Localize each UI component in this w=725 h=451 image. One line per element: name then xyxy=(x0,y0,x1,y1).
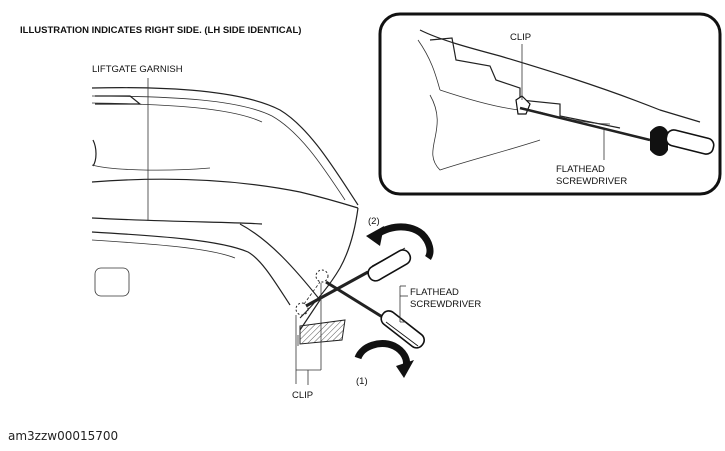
flathead-screwdriver-icon xyxy=(325,280,425,349)
step-2-label: (2) xyxy=(368,216,380,227)
step-1-label: (1) xyxy=(356,376,368,387)
clip-location-upper xyxy=(315,269,329,283)
illustration-note: ILLUSTRATION INDICATES RIGHT SIDE. (LH S… xyxy=(20,25,301,36)
flathead-screwdriver-label-line1: FLATHEAD xyxy=(410,287,459,298)
rotate-counterclockwise-arrow-icon xyxy=(366,223,434,260)
liftgate-garnish-label: LIFTGATE GARNISH xyxy=(92,64,183,75)
clip-label-detail: CLIP xyxy=(510,32,531,43)
flathead-screwdriver-label-detail-line2: SCREWDRIVER xyxy=(556,176,627,187)
detail-inset xyxy=(378,12,722,196)
flathead-screwdriver-label-line2: SCREWDRIVER xyxy=(410,299,481,310)
clip-location-lower xyxy=(295,302,309,316)
clip-label-main: CLIP xyxy=(292,390,313,401)
flathead-screwdriver-icon xyxy=(305,247,412,308)
rotate-clockwise-arrow-icon xyxy=(354,340,414,378)
figure-id-caption: am3zzw00015700 xyxy=(8,429,119,443)
flathead-screwdriver-label-detail-line1: FLATHEAD xyxy=(556,164,605,175)
vehicle-rear-view xyxy=(91,87,359,346)
